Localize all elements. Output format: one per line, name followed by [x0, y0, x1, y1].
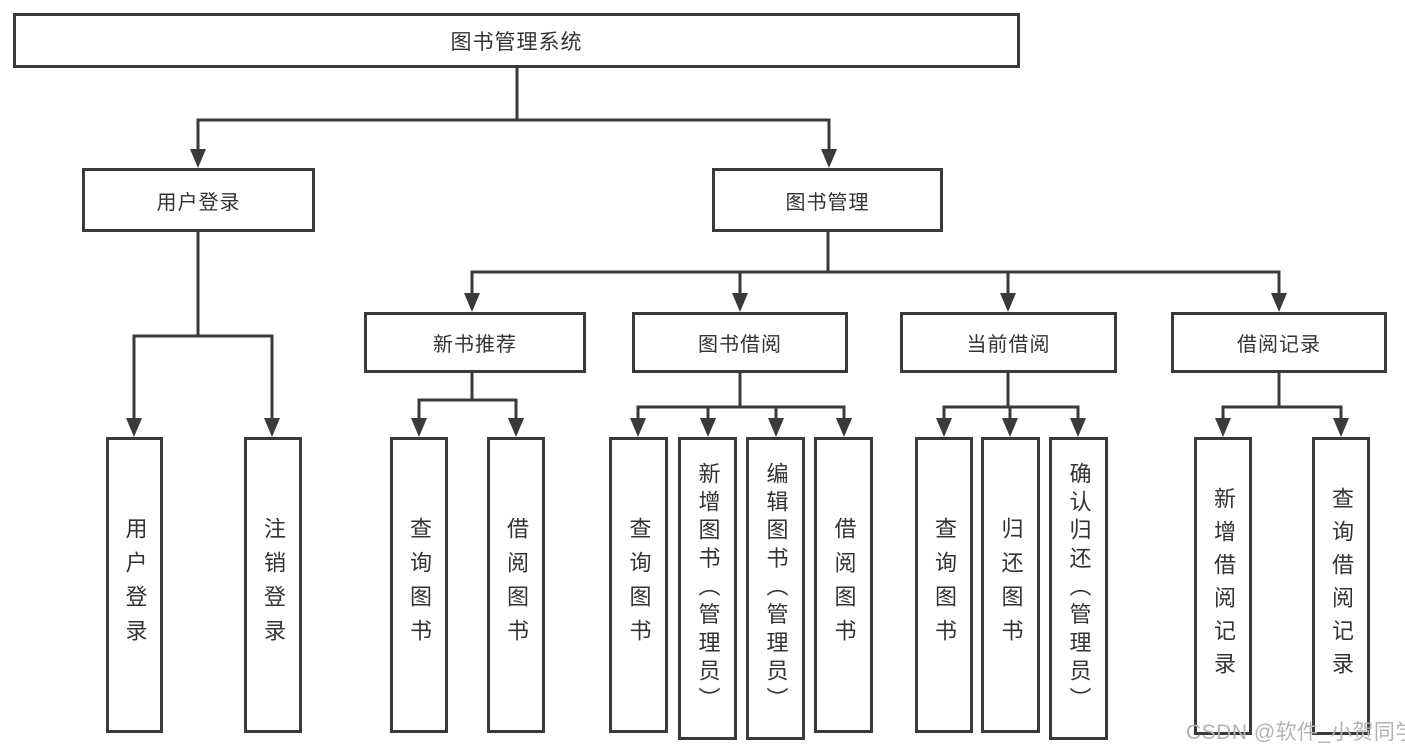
arrowhead — [1215, 418, 1231, 437]
csdn-watermark: CSDN @软件_小贺同学 — [1186, 721, 1405, 744]
node-current-borrow: 当前借阅 — [900, 312, 1117, 373]
node-cb-query-books-label: 查询图书 — [932, 516, 957, 654]
node-bb-edit-books: 编辑图书（管理员） — [746, 437, 805, 740]
node-new-book-rec: 新书推荐 — [364, 312, 586, 373]
node-bb-query-books-label: 查询图书 — [626, 516, 652, 654]
node-new-book-rec-label: 新书推荐 — [433, 334, 517, 356]
arrowhead — [1271, 293, 1287, 312]
connector-user-login-children — [126, 232, 280, 437]
node-user-login-label: 用户登录 — [156, 191, 241, 214]
node-cb-confirm-return-label: 确认归还（管理员） — [1066, 461, 1092, 716]
node-borrow-records: 借阅记录 — [1171, 312, 1387, 373]
node-cb-confirm-return: 确认归还（管理员） — [1049, 437, 1108, 740]
node-book-borrow-label: 图书借阅 — [698, 334, 782, 356]
arrowhead — [700, 418, 716, 437]
arrowhead — [630, 418, 646, 437]
arrowhead — [1000, 293, 1016, 312]
node-nb-borrow-books-label: 借阅图书 — [504, 516, 529, 654]
node-bb-add-books: 新增图书（管理员） — [678, 437, 737, 740]
connector-book-borrow-children — [630, 373, 852, 437]
connector-current-borrow-children — [936, 373, 1086, 437]
connector-root-to-level2 — [190, 68, 837, 168]
node-nb-query-books-label: 查询图书 — [407, 516, 432, 654]
arrowhead — [411, 418, 427, 437]
arrowhead — [1333, 418, 1349, 437]
connector-book-mgmt-to-level3 — [464, 232, 1287, 312]
node-bb-edit-books-label: 编辑图书（管理员） — [763, 461, 789, 716]
node-user-login: 用户登录 — [82, 168, 315, 232]
node-bb-borrow-books-label: 借阅图书 — [831, 516, 857, 654]
arrowhead — [732, 293, 748, 312]
arrowhead — [264, 418, 280, 437]
node-leaf-user-login: 用户登录 — [106, 437, 163, 733]
node-br-add-record-label: 新增借阅记录 — [1211, 487, 1236, 685]
arrowhead — [1002, 418, 1018, 437]
node-cb-return-books-label: 归还图书 — [998, 516, 1024, 654]
node-br-add-record: 新增借阅记录 — [1194, 437, 1252, 735]
node-book-mgmt-label: 图书管理 — [785, 191, 870, 214]
node-br-query-record-label: 查询借阅记录 — [1329, 487, 1354, 685]
node-current-borrow-label: 当前借阅 — [966, 334, 1051, 356]
arrowhead — [508, 418, 524, 437]
node-leaf-logout: 注销登录 — [244, 437, 302, 733]
node-borrow-records-label: 借阅记录 — [1237, 334, 1321, 356]
node-book-mgmt: 图书管理 — [712, 168, 943, 232]
node-book-borrow: 图书借阅 — [632, 312, 848, 373]
node-br-query-record: 查询借阅记录 — [1312, 437, 1370, 735]
arrowhead — [126, 418, 142, 437]
connector-new-book-rec-children — [411, 373, 524, 437]
arrowhead — [1070, 418, 1086, 437]
node-cb-return-books: 归还图书 — [981, 437, 1040, 733]
node-root-label: 图书管理系统 — [450, 30, 583, 54]
arrowhead — [190, 149, 206, 168]
node-bb-query-books: 查询图书 — [609, 437, 668, 733]
arrowhead — [768, 418, 784, 437]
node-nb-query-books: 查询图书 — [390, 437, 448, 733]
arrowhead — [821, 149, 837, 168]
node-nb-borrow-books: 借阅图书 — [487, 437, 545, 733]
node-root: 图书管理系统 — [13, 13, 1020, 68]
node-leaf-logout-label: 注销登录 — [261, 516, 286, 654]
arrowhead — [464, 293, 480, 312]
arrowhead — [836, 418, 852, 437]
connector-borrow-records-children — [1215, 373, 1349, 437]
node-bb-add-books-label: 新增图书（管理员） — [695, 461, 721, 716]
arrowhead — [936, 418, 952, 437]
node-leaf-user-login-label: 用户登录 — [122, 516, 148, 654]
node-cb-query-books: 查询图书 — [915, 437, 973, 733]
node-bb-borrow-books: 借阅图书 — [814, 437, 873, 733]
